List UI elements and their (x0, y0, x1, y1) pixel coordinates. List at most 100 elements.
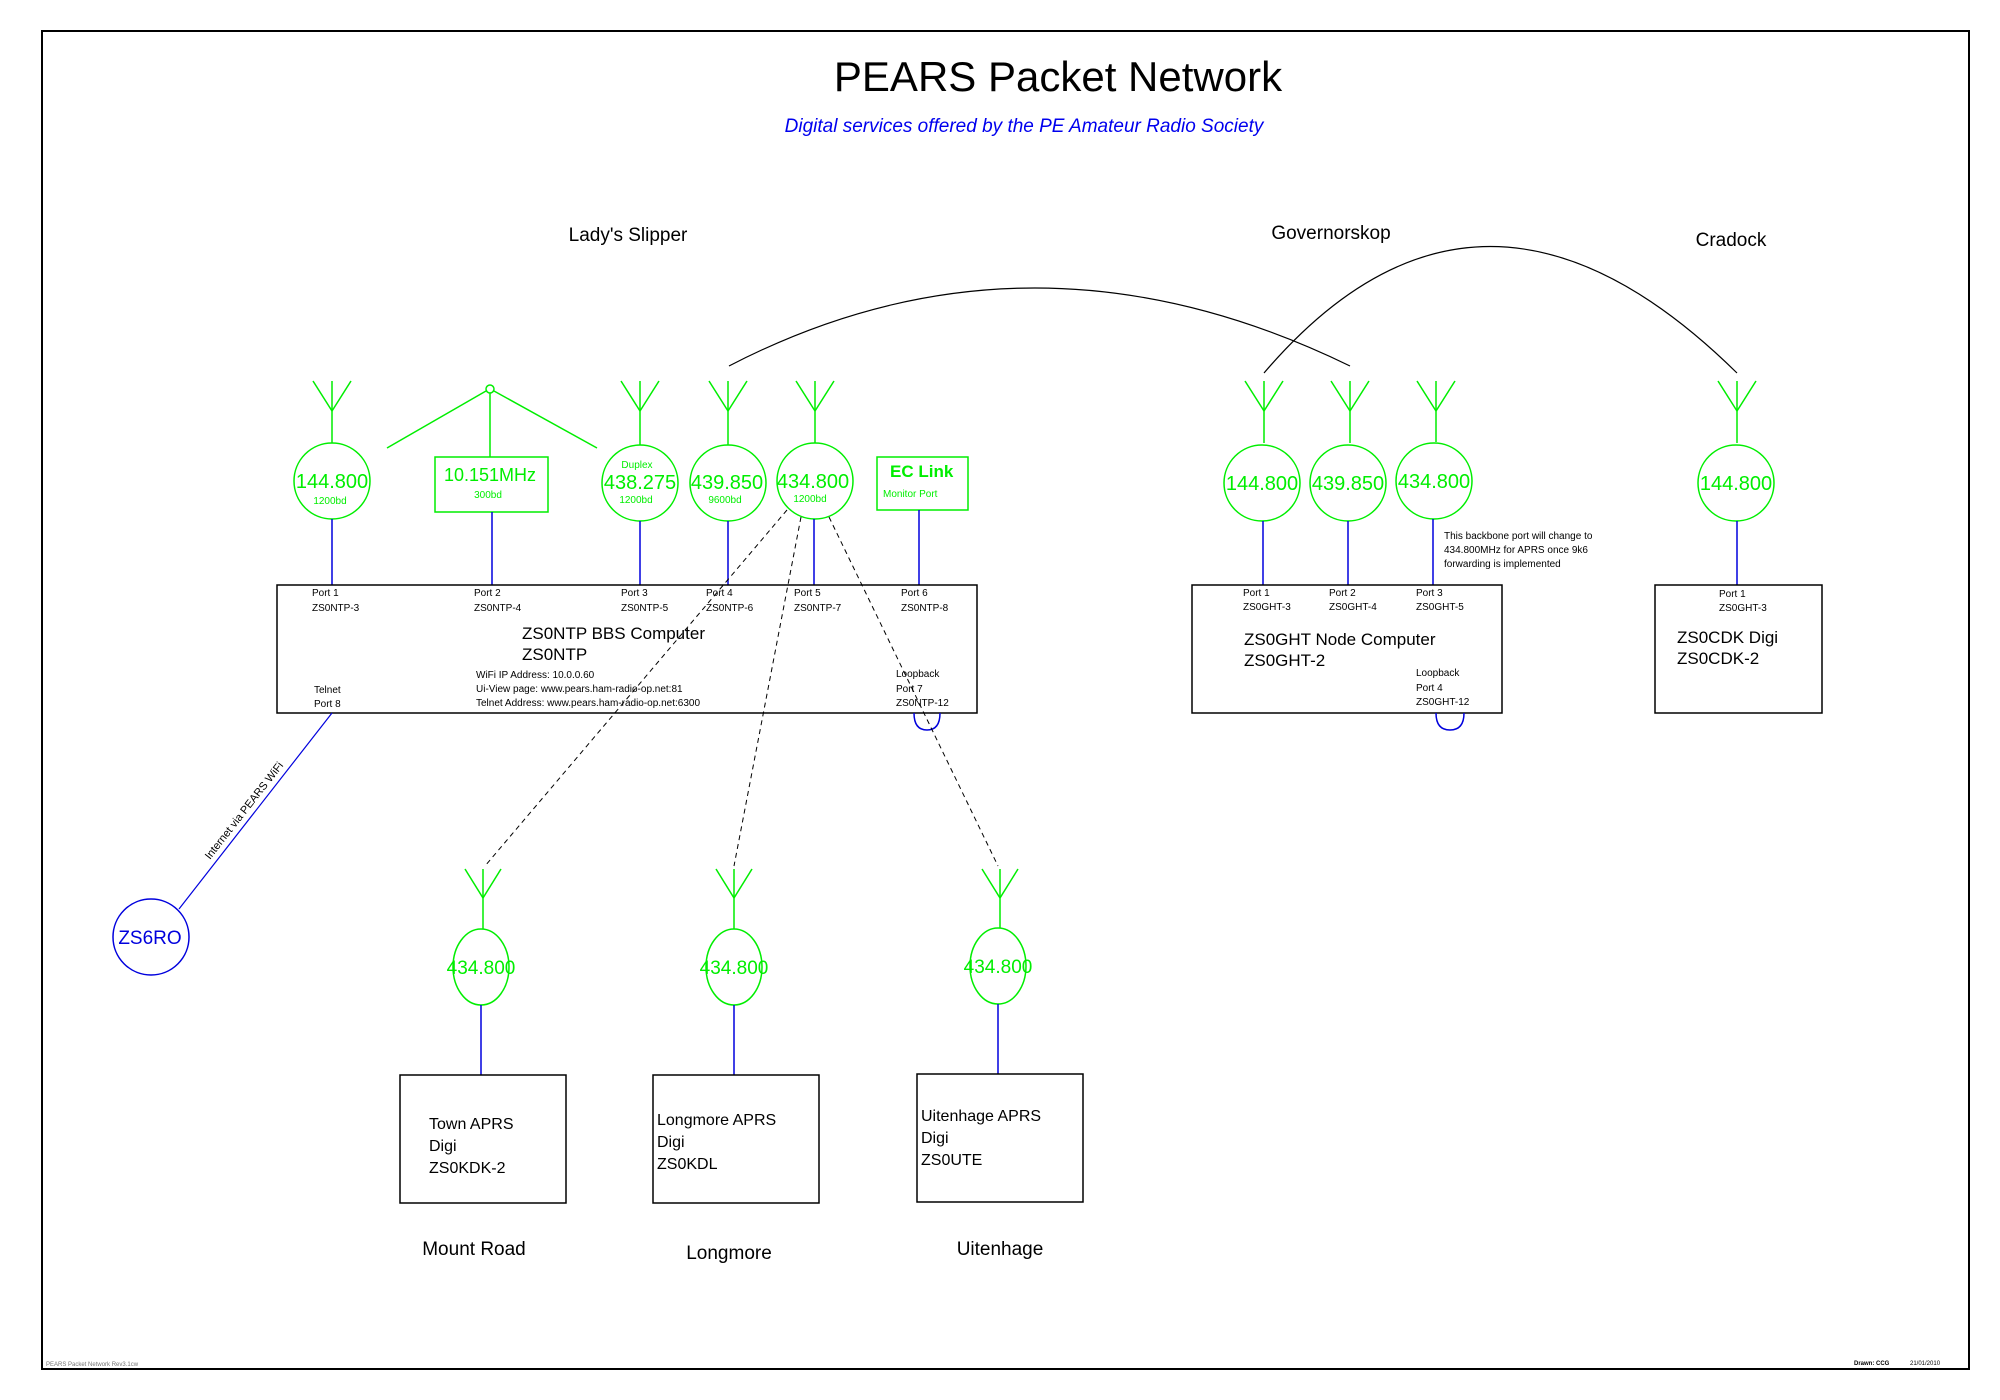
radio-node-cdk-144-800[interactable] (1697, 444, 1775, 522)
digi-line: Digi (429, 1138, 457, 1155)
footer-drawn: Drawn: CCG (1854, 1361, 1890, 1367)
site-label-longmore: Longmore (686, 1243, 772, 1264)
loopback-icon (913, 712, 941, 731)
radio-freq: 144.800 (296, 471, 368, 493)
antenna-icon (1717, 380, 1757, 443)
bbs-computer-box[interactable] (276, 584, 978, 714)
internet-link-label: Internet via PEARS WiFi (203, 760, 286, 862)
rf-link-uitenhage (828, 516, 999, 867)
ght-name: ZS0GHT Node Computer (1244, 630, 1436, 649)
site-label-ladys-slipper: Lady's Slipper (569, 225, 688, 246)
loopback-icon (1435, 712, 1465, 731)
ght-note-line: forwarding is implemented (1444, 559, 1561, 570)
radio-freq: 144.800 (1226, 473, 1298, 495)
radio-freq: EC Link (890, 462, 954, 481)
radio-note: Duplex (621, 460, 652, 471)
antenna-icon (1416, 380, 1456, 442)
digi-box-mount-road[interactable] (399, 1074, 567, 1204)
telnet-address: Telnet Address: www.pears.ham-radio-op.n… (476, 698, 700, 709)
antenna-icon (464, 868, 502, 929)
wifi-ip: WiFi IP Address: 10.0.0.60 (476, 670, 595, 681)
loopback-label: Loopback (896, 669, 940, 680)
digi-box-longmore[interactable] (652, 1074, 820, 1204)
radio-freq: 434.800 (964, 957, 1033, 978)
port-label: Port 1 (1719, 589, 1746, 600)
port-call: ZS0NTP-3 (312, 603, 360, 614)
radio-freq: 434.800 (777, 471, 849, 493)
radio-node-434-800[interactable] (776, 442, 854, 520)
radio-node-ght-434-800[interactable] (1395, 442, 1473, 520)
cdk-digi-box[interactable] (1654, 584, 1823, 714)
digi-box-uitenhage[interactable] (916, 1073, 1084, 1203)
antenna-icon (1330, 380, 1370, 443)
site-label-mount-road: Mount Road (422, 1239, 526, 1260)
port-label: Port 3 (1416, 588, 1443, 599)
digi-line: Town APRS (429, 1116, 513, 1133)
radio-freq: 434.800 (447, 958, 516, 979)
internet-link (178, 712, 333, 910)
port-label: Port 2 (474, 588, 501, 599)
antenna-icon (795, 380, 835, 443)
radio-freq: 434.800 (700, 958, 769, 979)
site-label-governorskop: Governorskop (1271, 223, 1390, 244)
radio-freq: 439.850 (1312, 473, 1384, 495)
bbs-name: ZS0NTP BBS Computer (522, 624, 705, 643)
port-label: Port 4 (706, 588, 733, 599)
port-call: ZS0GHT-5 (1416, 602, 1464, 613)
loopback-port: Port 4 (1416, 683, 1443, 694)
rf-link-longmore (733, 516, 802, 867)
site-label-uitenhage: Uitenhage (957, 1239, 1044, 1260)
loopback-call: ZS0NTP-12 (896, 698, 949, 709)
radio-baud: 1200bd (619, 495, 652, 506)
dipole-antenna-icon (386, 384, 598, 457)
digi-line: Digi (657, 1134, 685, 1151)
backbone-link-ladys-slipper-governorskop (728, 287, 1351, 367)
antenna-icon (1244, 380, 1284, 443)
zs6ro-label: ZS6RO (118, 928, 181, 949)
ght-note-line: This backbone port will change to (1444, 531, 1593, 542)
port-call: ZS0GHT-3 (1719, 603, 1767, 614)
loopback-port: Port 7 (896, 684, 923, 695)
loopback-label: Loopback (1416, 668, 1460, 679)
ght-note-line: 434.800MHz for APRS once 9k6 (1444, 545, 1588, 556)
radio-freq: 434.800 (1398, 471, 1470, 493)
zs6ro-node[interactable] (112, 898, 190, 976)
antenna-icon (708, 380, 748, 445)
digi-line: ZS0UTE (921, 1152, 982, 1169)
port-label: Port 2 (1329, 588, 1356, 599)
telnet-label: Telnet (314, 685, 341, 696)
port-label: Port 1 (1243, 588, 1270, 599)
radio-node-ght-144-800[interactable] (1223, 444, 1301, 522)
port-call: ZS0NTP-4 (474, 603, 522, 614)
radio-freq: 438.275 (604, 472, 676, 494)
cdk-name: ZS0CDK Digi (1677, 628, 1778, 647)
bbs-callsign: ZS0NTP (522, 645, 587, 664)
port-label: Port 5 (794, 588, 821, 599)
radio-baud: 1200bd (793, 494, 826, 505)
digi-line: ZS0KDK-2 (429, 1160, 506, 1177)
radio-freq: 144.800 (1700, 473, 1772, 495)
digi-line: Longmore APRS (657, 1112, 776, 1129)
port-call: ZS0NTP-8 (901, 603, 949, 614)
radio-baud: 300bd (474, 490, 502, 501)
telnet-port: Port 8 (314, 699, 341, 710)
port-call: ZS0NTP-7 (794, 603, 842, 614)
digi-line: Digi (921, 1130, 949, 1147)
port-label: Port 1 (312, 588, 339, 599)
radio-freq: 10.151MHz (444, 465, 536, 485)
ght-callsign: ZS0GHT-2 (1244, 651, 1325, 670)
radio-freq: 439.850 (691, 472, 763, 494)
digi-line: ZS0KDL (657, 1156, 718, 1173)
uiview-page: Ui-View page: www.pears.ham-radio-op.net… (476, 684, 683, 695)
port-call: ZS0GHT-4 (1329, 602, 1377, 613)
ght-node-computer-box[interactable] (1191, 584, 1503, 714)
antenna-icon (715, 868, 753, 929)
radio-node-ec-link[interactable] (876, 456, 969, 511)
port-call: ZS0NTP-6 (706, 603, 754, 614)
port-label: Port 6 (901, 588, 928, 599)
cdk-callsign: ZS0CDK-2 (1677, 649, 1759, 668)
port-call: ZS0NTP-5 (621, 603, 669, 614)
diagram-subtitle: Digital services offered by the PE Amate… (785, 116, 1265, 137)
antenna-icon (620, 380, 660, 445)
digi-line: Uitenhage APRS (921, 1108, 1041, 1125)
